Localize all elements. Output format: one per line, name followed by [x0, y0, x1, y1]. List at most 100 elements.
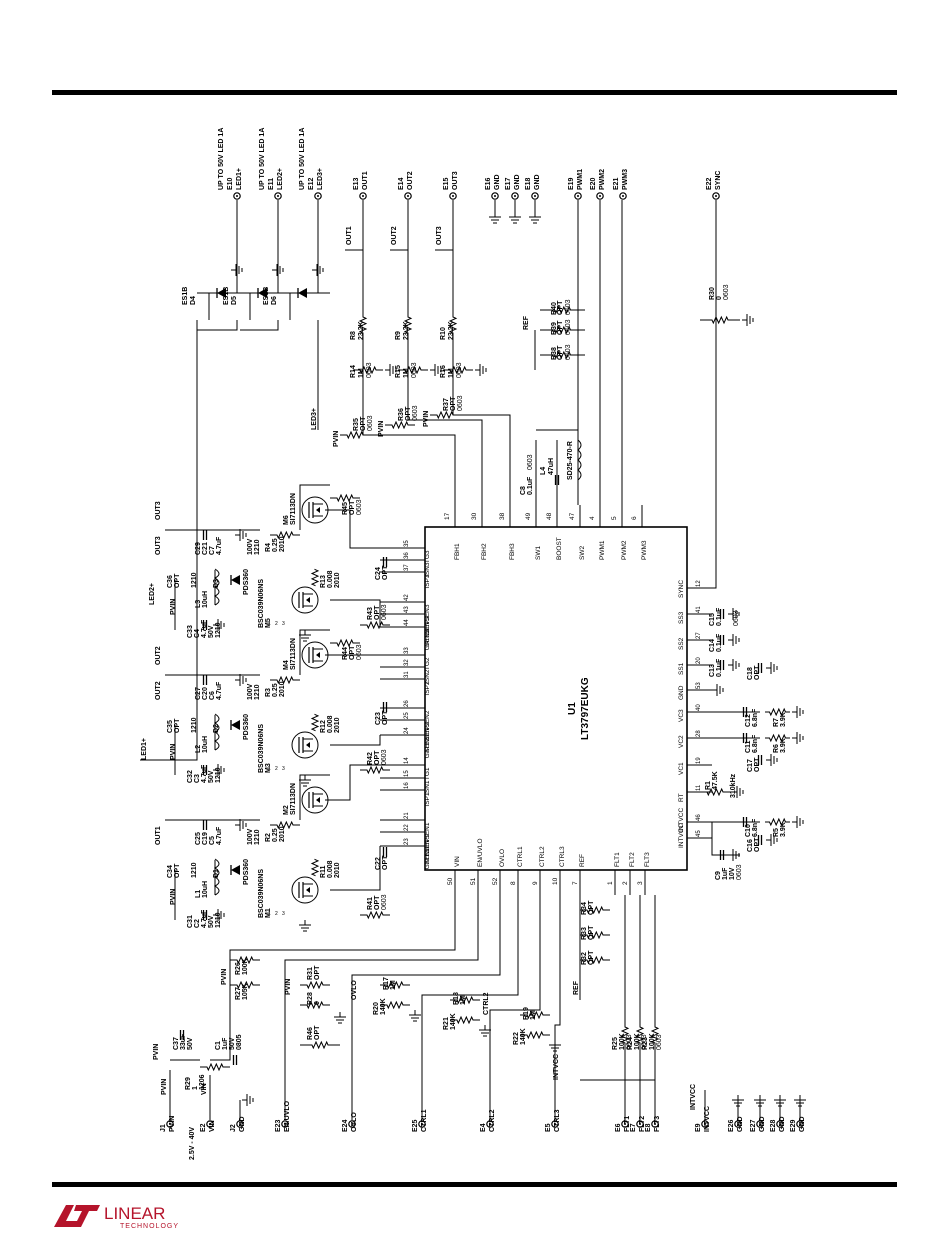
- terminal-e12-dot: [317, 195, 319, 197]
- part-pkg: 2010: [279, 536, 286, 552]
- ic-pin-num: 32: [404, 659, 410, 666]
- net-intvcc: INTVCC: [553, 1054, 560, 1080]
- linear-technology-logo: LINEAR TECHNOLOGY: [54, 1204, 178, 1230]
- ic-part-label: LT3797EUKG: [580, 677, 591, 740]
- part-value: OPT: [314, 965, 321, 980]
- terminal-id: E11: [268, 178, 275, 190]
- terminal-j2-dot: [239, 1123, 241, 1125]
- ic-u1-body: [424, 526, 688, 871]
- ic-pin-name: FLT3: [644, 852, 651, 867]
- ic-pin-num: 12: [696, 580, 702, 587]
- terminal-note: UP TO 50V LED 1A: [299, 128, 306, 190]
- diode-ref: D5: [231, 296, 238, 305]
- resistor-r26: [230, 955, 260, 965]
- part-ref: R5: [773, 828, 780, 837]
- part-ref: R1: [705, 781, 712, 790]
- net-led2: LED2+: [149, 583, 156, 605]
- part-value: OPT: [382, 710, 389, 725]
- ic-pin-num: 47: [569, 512, 576, 520]
- part-pkg: 0603: [381, 604, 388, 620]
- mosfet-m6-arrow: [316, 507, 320, 513]
- part-voltage: 50V: [208, 625, 215, 638]
- net-led1: LED1+: [141, 738, 148, 760]
- terminal-id: E21: [613, 177, 620, 190]
- part-value: 23.2K: [448, 321, 455, 340]
- part-pkg: 1210: [215, 767, 222, 783]
- diode-d1-body: [231, 865, 240, 875]
- terminal-id: E24: [342, 1119, 349, 1132]
- terminal-e20-dot: [599, 195, 601, 197]
- part-pkg: 0603: [367, 415, 374, 431]
- part-ref: R14: [350, 365, 357, 378]
- part-pkg: 1210: [191, 572, 198, 588]
- ic-pin-num: 10: [552, 877, 559, 885]
- ic-pin-name: PWM2: [621, 540, 628, 560]
- part-value: 4.7uF: [201, 909, 208, 928]
- terminal-label: LED1+: [236, 168, 243, 190]
- part-ref: L1: [195, 890, 202, 898]
- resistor-r40: [540, 305, 585, 315]
- ic-pin-num: 25: [404, 712, 410, 719]
- part-pkg: 0603: [733, 610, 740, 626]
- ic-pin-num: 46: [696, 814, 702, 821]
- part-value: 3.9K: [780, 738, 787, 753]
- terminal-e5-dot: [554, 1123, 556, 1125]
- terminal-label: CTRL3: [554, 1109, 561, 1132]
- ic-pin-num: 21: [404, 812, 410, 819]
- resistor-r39: [540, 325, 585, 335]
- logo-mark-left: [54, 1205, 78, 1227]
- part-pkg: 0603: [736, 864, 743, 880]
- net-out: OUT3: [155, 536, 162, 555]
- part-pkg: 0805: [236, 1034, 243, 1050]
- net-pvin: PVIN: [423, 411, 430, 427]
- resistor-r46: [300, 1040, 340, 1050]
- pin-num: 3: [282, 766, 285, 772]
- part-ref: C36: [167, 575, 174, 588]
- inductor-l4-coil: [577, 439, 582, 481]
- part-ref: R18: [453, 992, 460, 1005]
- ic-pin-name: SENSEN3: [424, 604, 431, 635]
- ic-pin-name: SS2: [678, 637, 685, 650]
- ctrl3-net: [554, 895, 561, 1120]
- part-ref: R31: [307, 967, 314, 980]
- part-ref: R16: [440, 365, 447, 378]
- mosfet-m6-body: [301, 496, 329, 524]
- net-led3: LED3+: [311, 408, 318, 430]
- resistor-r3: [270, 675, 300, 685]
- part-value: PDS360: [243, 714, 250, 740]
- part-value: 140K: [380, 998, 387, 1015]
- part-voltage: 50V: [229, 1037, 236, 1050]
- part-value: 0.1uF: [716, 607, 723, 626]
- ic-pin-name: CTRL3: [559, 846, 566, 867]
- part-value: 0: [314, 1001, 321, 1005]
- ic-pin-num: 42: [404, 594, 410, 601]
- part-pkg: 0603: [381, 894, 388, 910]
- part-value: 10uH: [202, 881, 209, 898]
- terminal-label: CTRL2: [489, 1109, 496, 1132]
- pin-num: 1: [268, 911, 271, 917]
- logo-mark-right: [74, 1205, 100, 1227]
- net-pvin: PVIN: [333, 431, 340, 447]
- resistor-r34: [580, 905, 610, 915]
- mosfet-m3-arrow: [306, 742, 310, 748]
- ic-pin-name: ISN1: [424, 780, 431, 795]
- terminal-e19-dot: [577, 195, 579, 197]
- ctrl1-net: [421, 895, 519, 1120]
- terminal-label: GND: [779, 1116, 786, 1132]
- mosfet-m1-arrow: [306, 887, 310, 893]
- led2-net: [240, 320, 279, 331]
- resistor-r8: [358, 300, 368, 350]
- part-ref: M4: [283, 660, 290, 670]
- terminal-id: E17: [505, 177, 512, 190]
- ch2-gate: [330, 735, 381, 746]
- terminal-label: GND: [737, 1116, 744, 1132]
- ic-pin-name: SENSEN1: [424, 822, 431, 853]
- part-value: OPT: [754, 837, 761, 852]
- part-value: 0.25: [272, 828, 279, 842]
- part-value: 47uH: [548, 458, 555, 475]
- part-ref: R21: [443, 1017, 450, 1030]
- part-voltage: 50V: [187, 1037, 194, 1050]
- part-ref: R13: [320, 575, 327, 588]
- resistor-r20: [380, 1000, 410, 1010]
- resistor-r45: [330, 493, 360, 503]
